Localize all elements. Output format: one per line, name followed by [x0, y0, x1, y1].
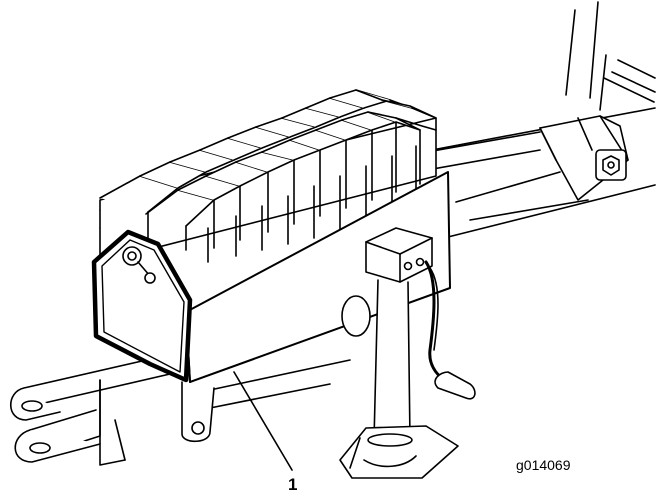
callout-number-1: 1	[288, 475, 297, 493]
callout-leader	[233, 371, 293, 471]
jack-stand	[339, 227, 476, 479]
weight-box	[91, 171, 451, 443]
figure-id-label: g014069	[516, 457, 571, 473]
upright-frame	[565, 1, 656, 111]
weight-stack	[99, 89, 437, 263]
frame-coupler	[539, 115, 629, 201]
